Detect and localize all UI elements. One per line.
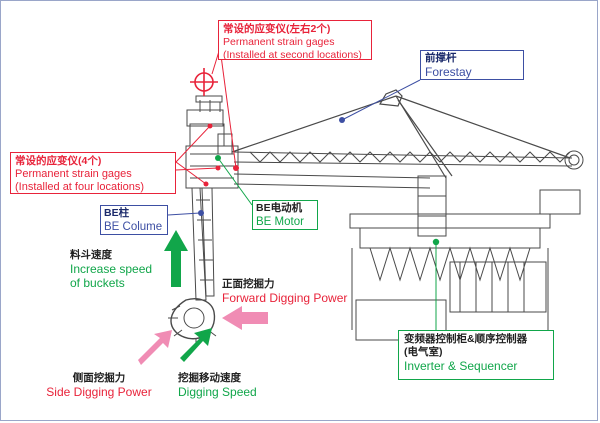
forestay-label: 前撑杆 Forestay bbox=[420, 50, 524, 80]
strain-gage-top-zh: 常设的应变仪(左右2个) bbox=[223, 23, 331, 35]
strain-gage-top-label: 常设的应变仪(左右2个) Permanent strain gages (Ins… bbox=[218, 20, 372, 61]
side-power-en: Side Digging Power bbox=[46, 384, 152, 399]
side-power-zh: 侧面挖掘力 bbox=[72, 372, 126, 384]
bucket-speed-zh: 料斗速度 bbox=[70, 249, 112, 261]
strain-gage-left-zh: 常设的应变仪(4个) bbox=[15, 155, 102, 167]
be-motor-en: BE Motor bbox=[256, 215, 304, 228]
bucket-speed-label: 料斗速度 Increase speed of buckets bbox=[70, 249, 152, 291]
be-motor-zh: BE电动机 bbox=[256, 202, 303, 214]
strain-gage-leader-lines bbox=[175, 47, 237, 185]
strain-gage-symbol bbox=[190, 68, 218, 96]
inverter-zh-line2: (电气室) bbox=[404, 345, 443, 358]
be-column bbox=[191, 187, 215, 301]
forestay-zh: 前撑杆 bbox=[425, 52, 457, 64]
green-leader-lines bbox=[217, 157, 437, 330]
digging-speed-label: 挖掘移动速度 Digging Speed bbox=[178, 372, 257, 399]
gantry-structure bbox=[349, 175, 581, 341]
digging-speed-arrow bbox=[180, 328, 212, 362]
strain-gage-left-en-line2: (Installed at four locations) bbox=[15, 181, 145, 194]
forward-power-arrow bbox=[222, 306, 268, 330]
inverter-zh-line1: 变频器控制柜&顺序控制器 bbox=[404, 333, 528, 345]
forward-power-zh: 正面挖掘力 bbox=[222, 278, 275, 290]
strain-gage-points bbox=[203, 123, 239, 187]
be-column-label: BE柱 BE Colume bbox=[100, 205, 168, 235]
side-power-label: 侧面挖掘力 Side Digging Power bbox=[40, 372, 158, 399]
bucket-speed-en-line2: of buckets bbox=[70, 276, 125, 291]
digging-speed-en: Digging Speed bbox=[178, 384, 257, 399]
side-power-arrow bbox=[138, 330, 172, 365]
forestay-cable bbox=[231, 89, 571, 179]
be-column-zh: BE柱 bbox=[104, 207, 130, 219]
bucket-speed-arrow bbox=[164, 230, 188, 287]
be-motor-label: BE电动机 BE Motor bbox=[252, 200, 318, 230]
strain-gage-left-label: 常设的应变仪(4个) Permanent strain gages (Insta… bbox=[10, 152, 176, 194]
forward-power-en: Forward Digging Power bbox=[222, 290, 348, 305]
bucket-wheel bbox=[168, 298, 217, 346]
strain-gage-top-en-line2: (Installed at second locations) bbox=[223, 48, 362, 61]
blue-leader-lines bbox=[167, 79, 421, 216]
digging-speed-zh: 挖掘移动速度 bbox=[178, 372, 241, 384]
forward-power-label: 正面挖掘力 Forward Digging Power bbox=[222, 278, 347, 305]
inverter-label: 变频器控制柜&顺序控制器 (电气室) Inverter & Sequencer bbox=[398, 330, 554, 380]
be-column-en: BE Colume bbox=[104, 220, 163, 233]
strain-gage-left-en-line1: Permanent strain gages bbox=[15, 167, 132, 180]
inverter-en: Inverter & Sequencer bbox=[404, 358, 518, 373]
bucket-speed-en-line1: Increase speed bbox=[70, 261, 153, 276]
strain-gage-top-en-line1: Permanent strain gages bbox=[223, 35, 335, 48]
boom-structure bbox=[233, 150, 584, 189]
forestay-en: Forestay bbox=[425, 64, 472, 79]
